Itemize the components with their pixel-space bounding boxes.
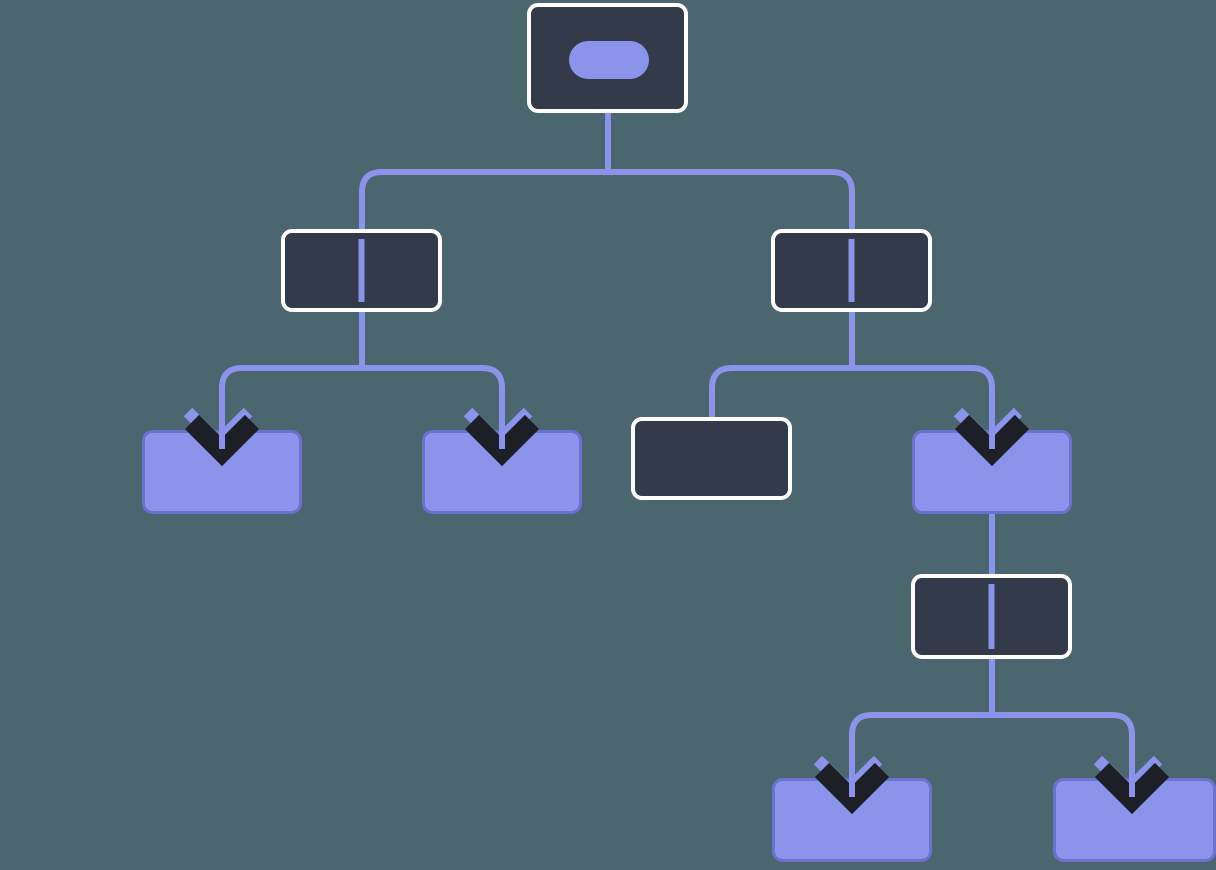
arrowhead-layer <box>183 389 1170 815</box>
arrowhead-arrow-l2-b <box>463 389 540 467</box>
connector-edge-l1-left-to-l2-a <box>219 365 362 432</box>
node-body[interactable] <box>631 417 792 500</box>
node-root[interactable] <box>527 3 688 113</box>
connector-edge-l3-to-l4-left <box>849 712 992 780</box>
node-l2-c[interactable] <box>631 417 792 500</box>
arrowhead-chevron-icon <box>814 762 890 815</box>
connector-edge-l1-left-to-l2-b <box>362 365 505 432</box>
connector-edge-l1-right-to-l2-d <box>852 365 995 432</box>
arrowhead-chevron-icon <box>954 414 1030 467</box>
arrowhead-chevron-icon <box>464 414 540 467</box>
connector-edge-root-to-l1-left <box>359 169 608 229</box>
node-layer <box>142 3 1216 862</box>
arrowhead-chevron-icon <box>184 414 260 467</box>
arrowhead-arrow-l2-a <box>183 389 260 467</box>
arrowhead-arrow-l4-right <box>1093 737 1170 815</box>
connector-edge-l1-right-to-l2-c <box>709 365 852 418</box>
arrowhead-arrow-l2-d <box>953 389 1030 467</box>
connector-edge-root-to-l1-right <box>608 169 855 229</box>
node-inner-pill <box>569 41 649 79</box>
arrowhead-chevron-icon <box>1094 762 1170 815</box>
arrowhead-arrow-l4-left <box>813 737 890 815</box>
connector-edge-l3-to-l4-right <box>992 712 1135 780</box>
